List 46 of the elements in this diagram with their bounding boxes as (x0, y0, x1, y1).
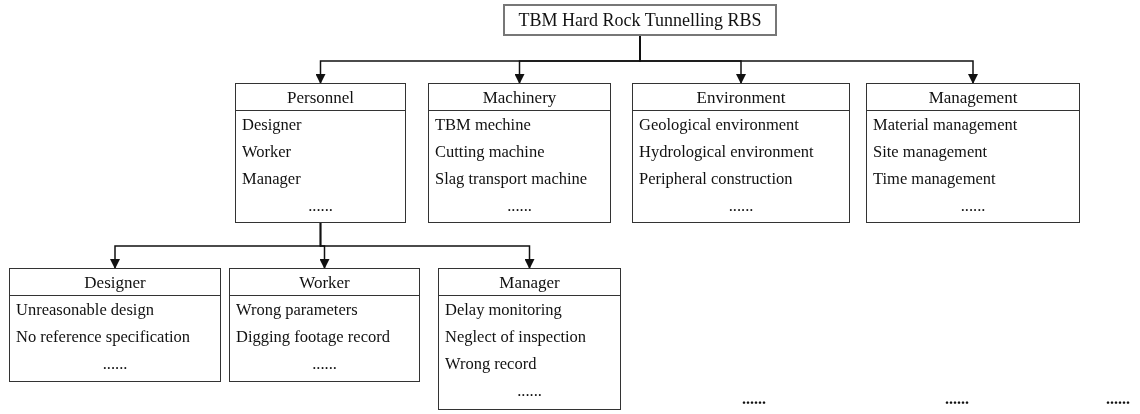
ellipsis: ...... (311, 353, 338, 375)
list-item: Geological environment (638, 114, 800, 136)
list-item: Site management (872, 141, 989, 163)
list-item: Peripheral construction (638, 168, 794, 190)
list-item: Wrong parameters (235, 299, 359, 321)
list-item: Neglect of inspection (444, 326, 588, 348)
category-box (438, 268, 621, 410)
category-box (229, 268, 420, 382)
category-heading: Environment (633, 84, 849, 111)
category-box (235, 83, 406, 223)
list-item: Delay monitoring (444, 299, 563, 321)
ellipsis: ...... (516, 380, 543, 402)
list-item: Material management (872, 114, 1019, 136)
category-box (9, 268, 221, 382)
ellipsis: ...... (1106, 390, 1130, 408)
list-item: Designer (241, 114, 303, 136)
list-item: No reference specification (15, 326, 192, 348)
category-box (632, 83, 850, 223)
ellipsis: ...... (945, 390, 969, 408)
ellipsis: ...... (101, 353, 129, 375)
ellipsis: ...... (959, 195, 987, 217)
list-item: Wrong record (444, 353, 538, 375)
category-heading: Designer (10, 269, 220, 296)
ellipsis: ...... (727, 195, 755, 217)
category-heading: Worker (230, 269, 419, 296)
ellipsis: ...... (506, 195, 533, 217)
category-heading: Machinery (429, 84, 610, 111)
category-box (428, 83, 611, 223)
connector-arrow (319, 222, 535, 269)
list-item: Slag transport machine (434, 168, 589, 190)
list-item: Worker (241, 141, 293, 163)
category-heading: Manager (439, 269, 620, 296)
root-box (503, 4, 777, 36)
list-item: TBM mechine (434, 114, 532, 136)
list-item: Cutting machine (434, 141, 546, 163)
ellipsis: ...... (307, 195, 334, 217)
list-item: Manager (241, 168, 302, 190)
ellipsis: ...... (742, 390, 766, 408)
category-heading: Management (867, 84, 1079, 111)
list-item: Digging footage record (235, 326, 391, 348)
category-box (866, 83, 1080, 223)
list-item: Hydrological environment (638, 141, 815, 163)
list-item: Unreasonable design (15, 299, 155, 321)
list-item: Time management (872, 168, 997, 190)
node-label: TBM Hard Rock Tunnelling RBS (518, 9, 762, 31)
category-heading: Personnel (236, 84, 405, 111)
